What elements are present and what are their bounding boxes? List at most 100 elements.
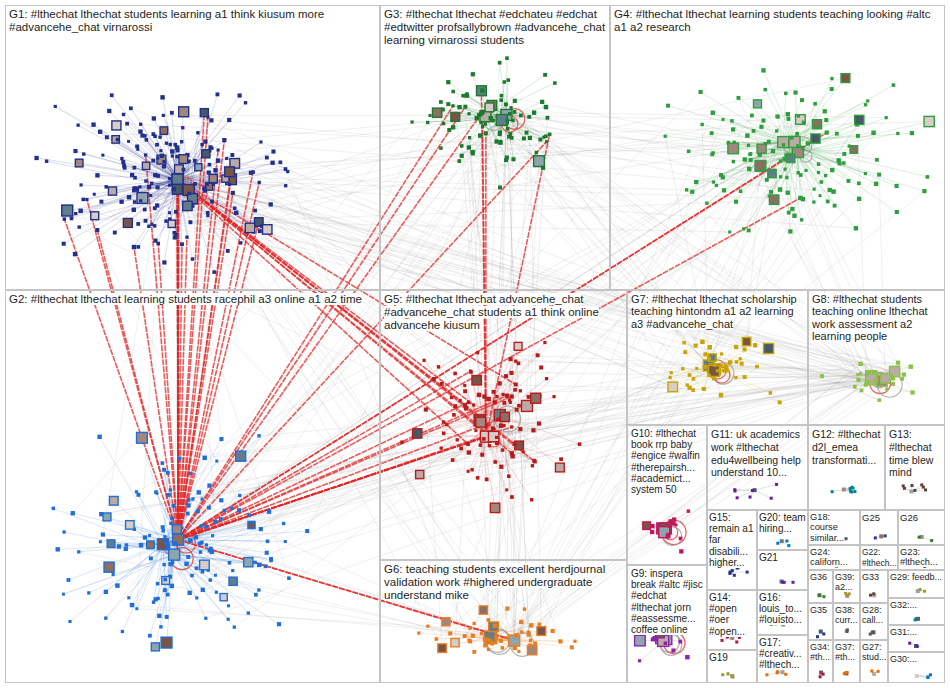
network-vertex [796, 144, 799, 147]
network-edge [178, 180, 535, 462]
network-vertex [513, 99, 517, 103]
network-edge [481, 91, 485, 437]
network-vertex [841, 74, 850, 83]
network-vertex [578, 442, 582, 446]
network-vertex [212, 270, 216, 274]
network-vertex [181, 126, 184, 129]
network-vertex [783, 168, 786, 171]
network-edge [513, 124, 817, 159]
network-vertex [484, 131, 488, 135]
network-vertex [123, 218, 132, 227]
network-vertex [119, 200, 123, 204]
network-edge [455, 117, 523, 452]
network-vertex [156, 582, 160, 586]
network-vertex [698, 90, 702, 94]
network-edge [167, 555, 175, 643]
network-vertex [422, 359, 425, 362]
network-vertex [169, 488, 172, 491]
network-vertex [467, 145, 471, 149]
network-vertex [530, 498, 533, 501]
network-vertex [147, 541, 155, 549]
network-vertex [728, 143, 739, 154]
network-vertex [219, 517, 223, 521]
network-edge [174, 555, 228, 620]
network-vertex [439, 100, 443, 104]
network-vertex [761, 119, 765, 123]
network-vertex [162, 260, 166, 264]
network-vertex [922, 189, 926, 193]
network-vertex [54, 105, 57, 108]
network-vertex [135, 607, 138, 610]
network-vertex [763, 88, 767, 92]
network-edge [178, 180, 822, 377]
network-vertex [225, 167, 235, 177]
network-vertex [174, 210, 178, 214]
network-vertex [509, 106, 512, 109]
network-vertex [786, 112, 790, 116]
network-vertex [196, 131, 199, 134]
network-vertex [143, 134, 146, 137]
network-vertex [238, 93, 242, 97]
network-vertex [229, 577, 237, 585]
network-vertex [169, 549, 180, 560]
network-vertex [207, 506, 211, 510]
network-vertex [77, 550, 80, 553]
network-vertex [188, 220, 192, 224]
network-edge [178, 179, 231, 539]
network-vertex [775, 114, 779, 118]
network-vertex [173, 235, 177, 239]
network-vertex [757, 144, 766, 153]
network-vertex [765, 178, 769, 182]
network-vertex [162, 164, 166, 168]
network-vertex [172, 184, 182, 194]
network-vertex [126, 521, 135, 530]
network-edge [442, 397, 528, 648]
network-edge [166, 378, 715, 542]
network-vertex [214, 574, 217, 577]
network-edge [736, 142, 783, 202]
network-vertex [231, 569, 234, 572]
network-vertex [67, 578, 71, 582]
network-vertex [761, 68, 765, 72]
network-edge [128, 118, 548, 223]
network-vertex [163, 541, 167, 545]
network-vertex [138, 129, 142, 133]
network-vertex [711, 111, 715, 115]
network-edge [442, 637, 489, 649]
network-edge [783, 142, 893, 378]
network-vertex [471, 72, 475, 76]
network-vertex [127, 140, 130, 143]
network-vertex [546, 116, 550, 120]
network-edge [444, 433, 486, 436]
network-vertex [153, 224, 156, 227]
network-vertex [139, 123, 142, 126]
network-vertex [779, 175, 782, 178]
network-vertex [168, 211, 171, 214]
network-vertex [115, 583, 119, 587]
network-vertex [191, 257, 194, 260]
network-edge [75, 180, 178, 255]
network-vertex [187, 591, 191, 595]
network-vertex [817, 171, 820, 174]
network-vertex [503, 80, 507, 84]
network-vertex [830, 77, 833, 80]
network-vertex [545, 140, 548, 143]
network-vertex [490, 503, 499, 512]
network-vertex [201, 588, 205, 592]
network-vertex [156, 597, 159, 600]
network-vertex [168, 220, 175, 227]
network-vertex [778, 187, 782, 191]
network-vertex [244, 558, 253, 567]
network-edge [163, 544, 210, 580]
network-vertex [470, 150, 474, 154]
network-vertex [63, 217, 66, 220]
network-edge [178, 466, 532, 540]
network-vertex [761, 168, 765, 172]
network-vertex [170, 149, 174, 153]
network-vertex [820, 180, 824, 184]
network-vertex [305, 529, 309, 533]
network-vertex [195, 566, 199, 570]
network-vertex [149, 556, 153, 560]
network-vertex [161, 461, 165, 465]
network-vertex [168, 143, 172, 147]
